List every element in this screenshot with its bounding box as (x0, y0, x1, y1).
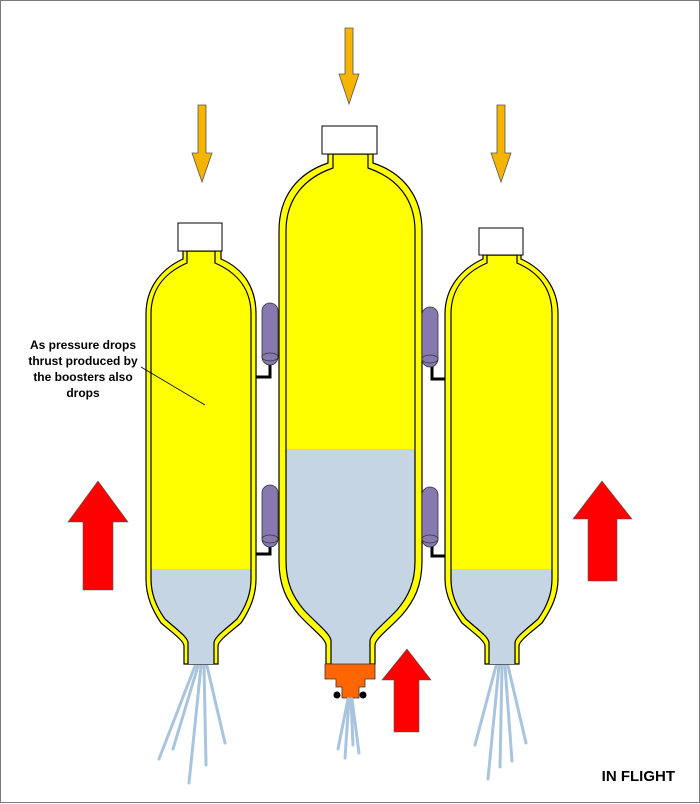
spray-right (473, 664, 528, 781)
connector-valve-left-top (261, 302, 279, 366)
connector-valve-right-bottom-end (421, 534, 439, 544)
up-arrow-icon (381, 648, 432, 733)
connector-valve-left-bottom (261, 484, 279, 548)
core-bottle (278, 125, 423, 665)
spray-left (157, 664, 227, 785)
core-bottle-water (286, 449, 415, 664)
connector-valve-right-top (421, 306, 439, 368)
annotation-leader-line (140, 366, 206, 406)
connector-valve-left-bottom-end (261, 534, 279, 544)
down-arrow-icon (490, 104, 512, 184)
core-nozzle-pin-left (333, 691, 341, 699)
core-nozzle (324, 663, 376, 699)
right-bottle-water (451, 569, 552, 664)
left-booster-bottle (145, 222, 257, 665)
connector-valve-right-top-end (421, 354, 439, 364)
connectors (256, 302, 445, 558)
connector-valve-right-bottom (421, 486, 439, 548)
core-nozzle-pin-right (359, 691, 367, 699)
right-booster-bottle (444, 227, 559, 665)
thrust-arrows (67, 480, 633, 733)
down-arrow-icon (338, 27, 360, 106)
right-bottle-cap (478, 227, 524, 256)
connector-valve-left-top-end (261, 352, 279, 362)
core-nozzle-clamp (324, 663, 376, 699)
down-arrow-icon (191, 104, 213, 184)
pressure-annotation: As pressure drops thrust produced by the… (28, 338, 138, 400)
up-arrow-icon (67, 480, 129, 591)
stage-label: IN FLIGHT (601, 768, 675, 785)
load-arrows (191, 27, 512, 184)
spray-core (336, 697, 361, 760)
up-arrow-icon (572, 480, 633, 582)
core-bottle-cap (321, 125, 378, 155)
left-bottle-water (151, 569, 251, 664)
left-bottle-cap (177, 222, 223, 252)
